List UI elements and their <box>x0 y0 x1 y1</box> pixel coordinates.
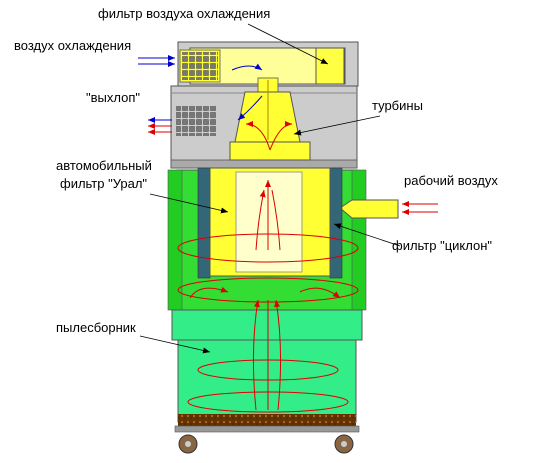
working-air-inlet <box>339 199 399 219</box>
cyclone-filter-left <box>197 167 211 279</box>
dust-collector <box>171 309 363 454</box>
label-working-air: рабочий воздух <box>404 173 498 188</box>
label-cooling-air-filter: фильтр воздуха охлаждения <box>98 6 270 21</box>
label-turbines: турбины <box>372 98 423 113</box>
leader-lines <box>139 23 401 354</box>
label-dust-collector: пылесборник <box>56 320 136 335</box>
label-car-filter-line1: автомобильный <box>56 158 152 173</box>
main-body <box>167 167 399 311</box>
cyclone-filter-right <box>329 167 343 279</box>
working-airflow <box>177 180 438 413</box>
turbines-unit <box>229 77 311 161</box>
cooling-airflow <box>138 55 263 123</box>
cooling-module <box>177 41 359 87</box>
cooling-inlet-grille <box>182 52 218 80</box>
label-exhaust: "выхлоп" <box>86 90 140 105</box>
exhaust-grille <box>176 106 216 136</box>
exhaust-airflow <box>148 121 293 151</box>
label-cooling-air: воздух охлаждения <box>14 38 131 53</box>
label-car-filter-line2: фильтр "Урал" <box>60 176 147 191</box>
dust-layer <box>178 414 356 426</box>
label-cyclone-filter: фильтр "циклон" <box>392 238 492 253</box>
